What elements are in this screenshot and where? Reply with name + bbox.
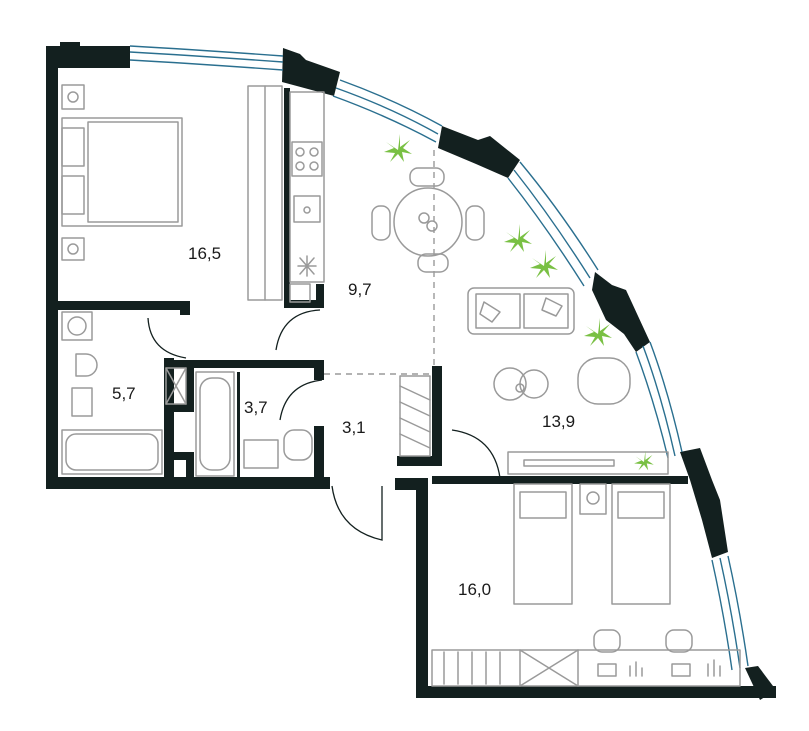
chair-left xyxy=(371,205,391,241)
washer xyxy=(61,311,93,341)
bathtub xyxy=(61,429,163,475)
toilet-2 xyxy=(283,429,313,461)
bedroom-furniture xyxy=(61,84,283,301)
bed-left xyxy=(513,483,573,605)
plant-icon xyxy=(504,224,532,252)
chair-top xyxy=(409,167,445,187)
bathroom-furniture xyxy=(61,311,313,477)
area-label-hall: 3,1 xyxy=(342,418,366,437)
shower-cabinet xyxy=(165,367,187,405)
doors xyxy=(147,309,501,541)
plant-icon xyxy=(634,450,654,471)
area-label-kids: 16,0 xyxy=(458,580,492,599)
plant-icon xyxy=(530,250,558,278)
kitchen-furniture xyxy=(289,91,485,303)
bathroom-door xyxy=(147,317,187,359)
hall-furniture xyxy=(399,375,431,457)
bed-right xyxy=(611,483,671,605)
double-bed xyxy=(61,117,183,227)
entrance-door xyxy=(331,485,383,541)
chair-bottom xyxy=(417,253,449,273)
living-furniture xyxy=(467,287,669,475)
laptop-1 xyxy=(597,663,617,677)
nightstand-top xyxy=(61,84,85,110)
area-label-bedroom: 16,5 xyxy=(188,244,222,263)
area-label-kitchen: 9,7 xyxy=(348,280,372,299)
fridge-icon xyxy=(297,255,317,277)
desk-chair-2 xyxy=(665,629,693,653)
sink xyxy=(293,195,321,223)
plant-icon xyxy=(584,318,612,346)
plant-icon xyxy=(384,134,412,162)
kitchen-door xyxy=(275,309,321,351)
toilet xyxy=(75,353,98,377)
area-label-bathroom: 5,7 xyxy=(112,384,136,403)
kids-furniture xyxy=(431,483,741,687)
sink-bath1 xyxy=(71,387,93,417)
nightstand-bottom xyxy=(61,237,85,261)
stove xyxy=(291,141,323,177)
kitchen-counter xyxy=(289,91,325,283)
tv-stand xyxy=(507,451,669,475)
desk-chair-1 xyxy=(593,629,621,653)
desk-and-storage xyxy=(431,649,741,687)
laptop-2 xyxy=(671,663,691,677)
walls xyxy=(46,42,776,700)
sink-bath2 xyxy=(243,439,279,469)
area-label-living: 13,9 xyxy=(542,412,576,431)
coffee-table xyxy=(493,367,527,401)
kids-nightstand xyxy=(579,483,607,515)
bathtub-2 xyxy=(195,371,235,477)
chair-right xyxy=(465,205,485,241)
sofa xyxy=(467,287,575,335)
windows xyxy=(129,45,749,671)
dining-table xyxy=(393,187,463,257)
bathroom2-door xyxy=(279,379,323,421)
armchair xyxy=(577,357,631,405)
area-label-bathroom2: 3,7 xyxy=(244,398,268,417)
kids-door xyxy=(451,429,501,479)
